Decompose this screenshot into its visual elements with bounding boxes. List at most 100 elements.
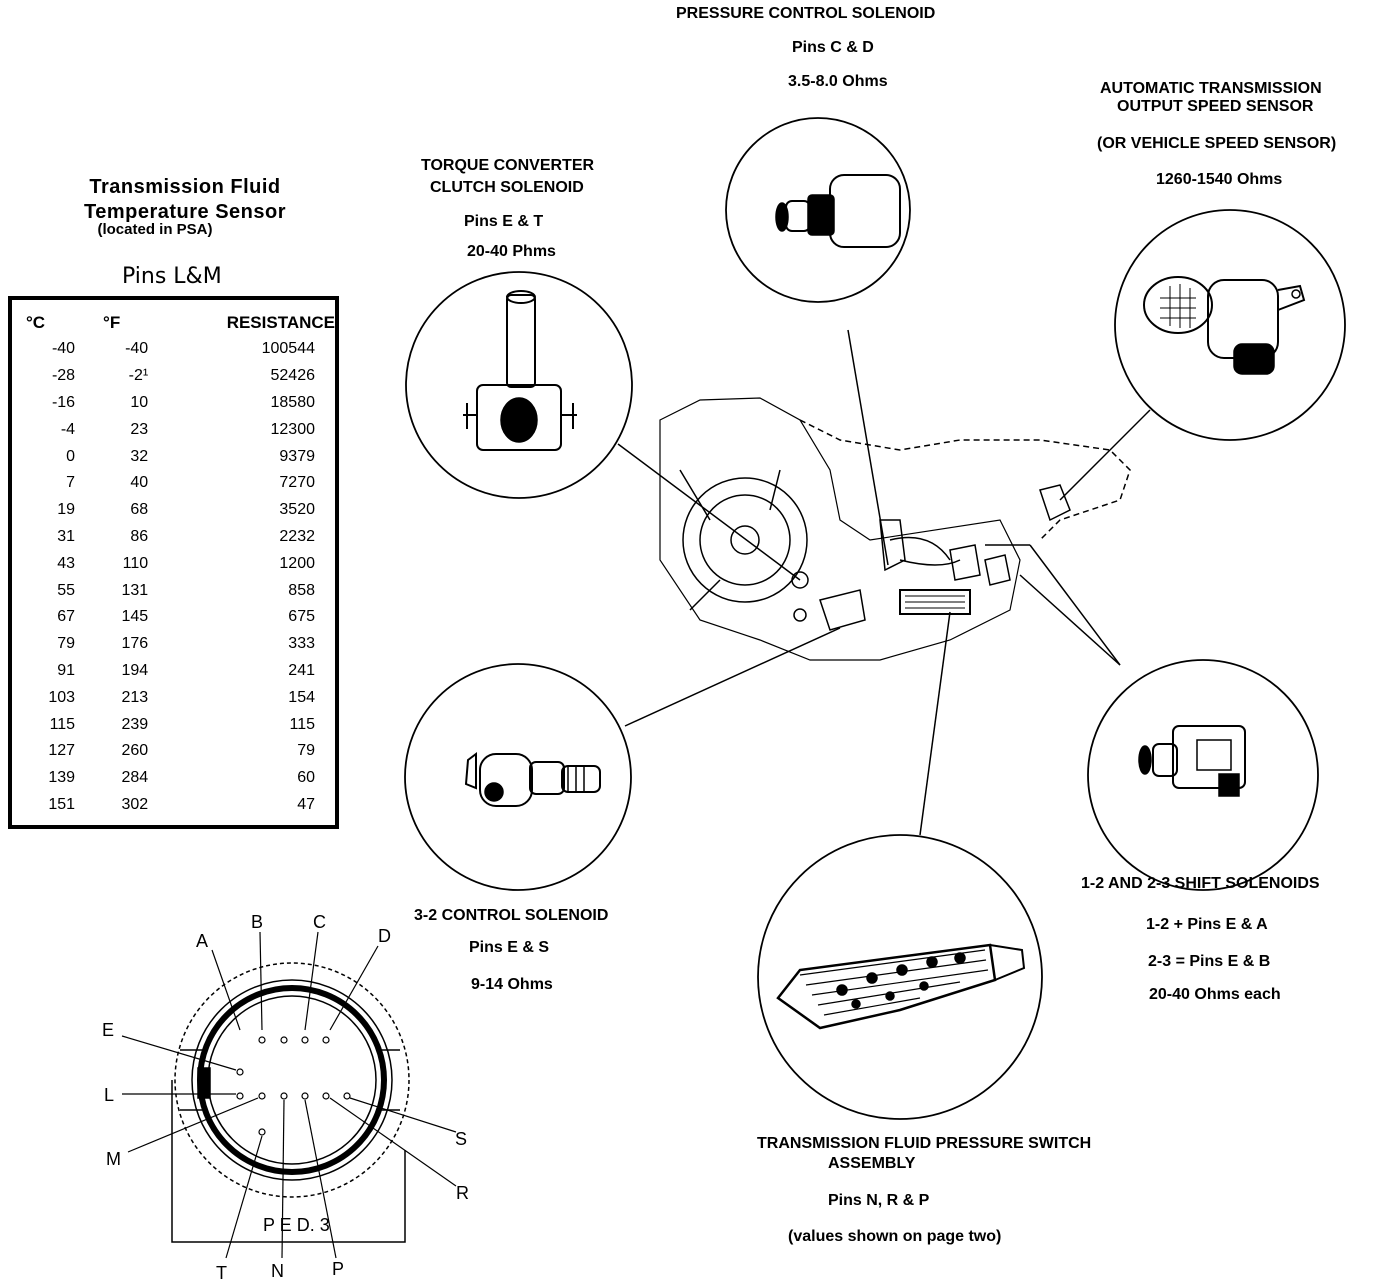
pin-label-d: D — [378, 926, 391, 946]
header-resistance: RESISTANCE — [226, 313, 335, 332]
pcs-solenoid-icon — [775, 174, 901, 248]
sensor-title-line1: Transmission Fluid — [89, 176, 281, 198]
header-fahrenheit: °F — [103, 313, 121, 332]
cell-fahrenheit: 194 — [121, 661, 149, 679]
cell-resistance: 154 — [288, 688, 315, 706]
cell-celsius: 91 — [57, 661, 76, 679]
oss-alt: (OR VEHICLE SPEED SENSOR) — [1097, 135, 1337, 152]
cell-fahrenheit: 260 — [121, 742, 149, 760]
cell-resistance: 18580 — [270, 393, 316, 411]
c32-solenoid-callout — [404, 663, 632, 891]
oss-sensor-icon — [1143, 276, 1306, 375]
cell-celsius: 103 — [48, 688, 76, 706]
cell-resistance: 3520 — [279, 501, 315, 519]
oss-ohms: 1260-1540 Ohms — [1156, 171, 1283, 188]
cell-fahrenheit: 23 — [130, 420, 149, 438]
c32-pins: Pins E & S — [469, 939, 550, 956]
sensor-pins: Pins L&M — [122, 264, 222, 289]
table-row: 43 110 1200 — [26, 550, 335, 577]
pin-label-r: R — [456, 1183, 469, 1203]
tcc-name-1: TORQUE CONVERTER — [421, 157, 595, 174]
shift-name: 1-2 AND 2-3 SHIFT SOLENOIDS — [1081, 875, 1320, 892]
cell-fahrenheit: 239 — [121, 715, 149, 733]
shift-pins-23: 2-3 = Pins E & B — [1148, 953, 1271, 970]
table-row: 91 194 241 — [26, 658, 335, 685]
cell-fahrenheit: 110 — [122, 554, 149, 572]
cell-resistance: 9379 — [279, 447, 315, 465]
cell-resistance: 2232 — [279, 527, 315, 545]
sensor-title-line2: Temperature Sensor — [83, 201, 287, 223]
tfp-switch-callout — [757, 834, 1043, 1120]
oss-name-2: OUTPUT SPEED SENSOR — [1117, 98, 1314, 115]
header-celsius: °C — [26, 313, 46, 332]
oss-name-1: AUTOMATIC TRANSMISSION — [1100, 80, 1322, 97]
connector-face — [121, 931, 457, 1259]
cell-resistance: 47 — [297, 795, 315, 813]
cell-fahrenheit: 10 — [130, 393, 149, 411]
pin-label-s: S — [455, 1129, 467, 1149]
table-row: -16 10 18580 — [26, 390, 335, 417]
pin-label-m: M — [106, 1149, 121, 1169]
c32-solenoid-icon — [464, 752, 601, 807]
oss-sensor-callout — [1114, 209, 1346, 441]
leader-lines — [617, 329, 1151, 836]
cell-resistance: 7270 — [279, 474, 315, 492]
transmission-illustration — [659, 397, 1131, 661]
cell-celsius: 79 — [57, 635, 76, 653]
tcc-name-2: CLUTCH SOLENOID — [430, 179, 584, 196]
tfp-switch-icon — [776, 943, 1026, 1030]
cell-fahrenheit: -40 — [125, 340, 149, 358]
tfp-name-2: ASSEMBLY — [828, 1155, 916, 1172]
tcc-pins: Pins E & T — [464, 213, 544, 230]
sensor-location: (located in PSA) — [97, 221, 213, 238]
cell-resistance: 858 — [288, 581, 315, 599]
pin-label-n: N — [271, 1261, 284, 1281]
cell-fahrenheit: -2¹ — [128, 367, 149, 385]
cell-fahrenheit: 145 — [121, 608, 149, 626]
tfp-pins: Pins N, R & P — [828, 1192, 930, 1209]
shift-pins-12: 1-2 + Pins E & A — [1146, 916, 1268, 933]
cell-celsius: 55 — [57, 581, 76, 599]
pin-label-p: P — [332, 1259, 344, 1279]
pin-label-c: C — [313, 912, 326, 932]
cell-resistance: 79 — [297, 742, 315, 760]
cell-celsius: 19 — [57, 501, 76, 519]
cell-celsius: 0 — [66, 447, 76, 465]
table-row: 151 302 47 — [26, 792, 335, 819]
pin-label-l: L — [104, 1085, 114, 1105]
cell-celsius: 7 — [66, 474, 76, 492]
cell-celsius: 151 — [48, 795, 76, 813]
cell-resistance: 241 — [288, 661, 315, 679]
cell-fahrenheit: 131 — [121, 581, 149, 599]
table-header-row: °C °F RESISTANCE — [26, 310, 335, 336]
cell-celsius: 127 — [48, 742, 76, 760]
table-row: 55 131 858 — [26, 577, 335, 604]
cell-celsius: -16 — [51, 393, 76, 411]
cell-celsius: 139 — [48, 769, 76, 787]
cell-fahrenheit: 86 — [130, 527, 149, 545]
tcc-solenoid-icon — [463, 290, 577, 451]
cell-celsius: 43 — [57, 554, 76, 572]
cell-resistance: 60 — [297, 769, 315, 787]
cell-resistance: 1200 — [279, 554, 315, 572]
pin-label-e: E — [102, 1020, 114, 1040]
tcc-solenoid-callout — [405, 271, 633, 499]
pin-label-a: A — [196, 931, 208, 951]
sensor-title: Transmission Fluid Temperature Sensor (l… — [40, 175, 330, 240]
cell-resistance: 52426 — [270, 367, 316, 385]
tfp-name-1: TRANSMISSION FLUID PRESSURE SWITCH — [757, 1135, 1092, 1152]
cell-celsius: -40 — [51, 340, 76, 358]
cell-fahrenheit: 302 — [121, 795, 149, 813]
pcs-ohms: 3.5-8.0 Ohms — [788, 73, 888, 90]
cell-fahrenheit: 176 — [121, 635, 149, 653]
